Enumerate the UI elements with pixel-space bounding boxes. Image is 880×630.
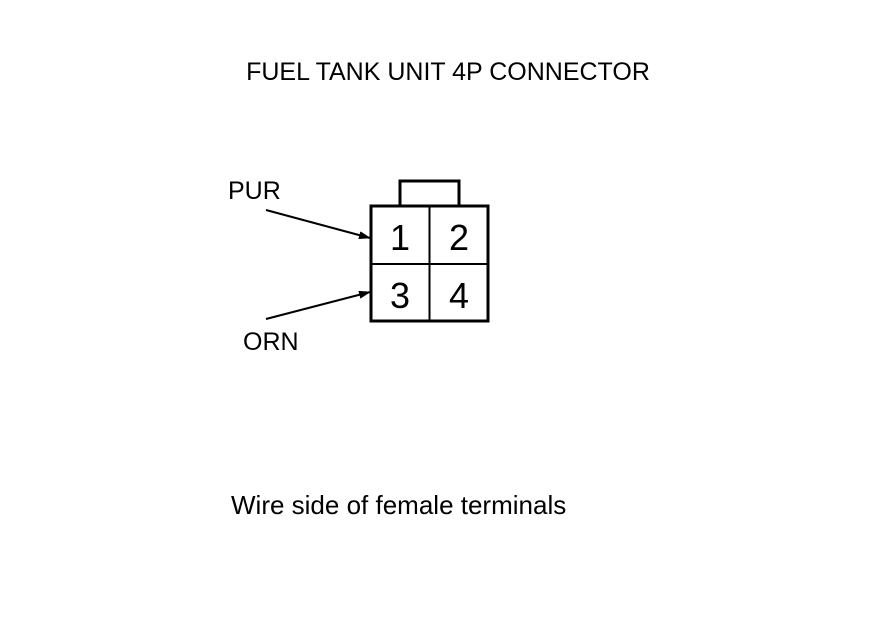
wire-label-orn: ORN	[243, 328, 299, 356]
connector-housing	[369, 179, 490, 323]
pin-3-number: 3	[390, 275, 410, 316]
wire-label-pur: PUR	[228, 177, 281, 205]
wire-arrow-orn	[265, 290, 371, 320]
wire-arrow-pur	[265, 209, 371, 240]
connector-lock-tab	[398, 179, 461, 206]
pin-1-number: 1	[390, 217, 410, 258]
pin-2-number: 2	[449, 217, 469, 258]
pin-4-number: 4	[449, 275, 469, 316]
diagram-caption: Wire side of female terminals	[231, 490, 566, 520]
diagram-title: FUEL TANK UNIT 4P CONNECTOR	[246, 58, 650, 86]
